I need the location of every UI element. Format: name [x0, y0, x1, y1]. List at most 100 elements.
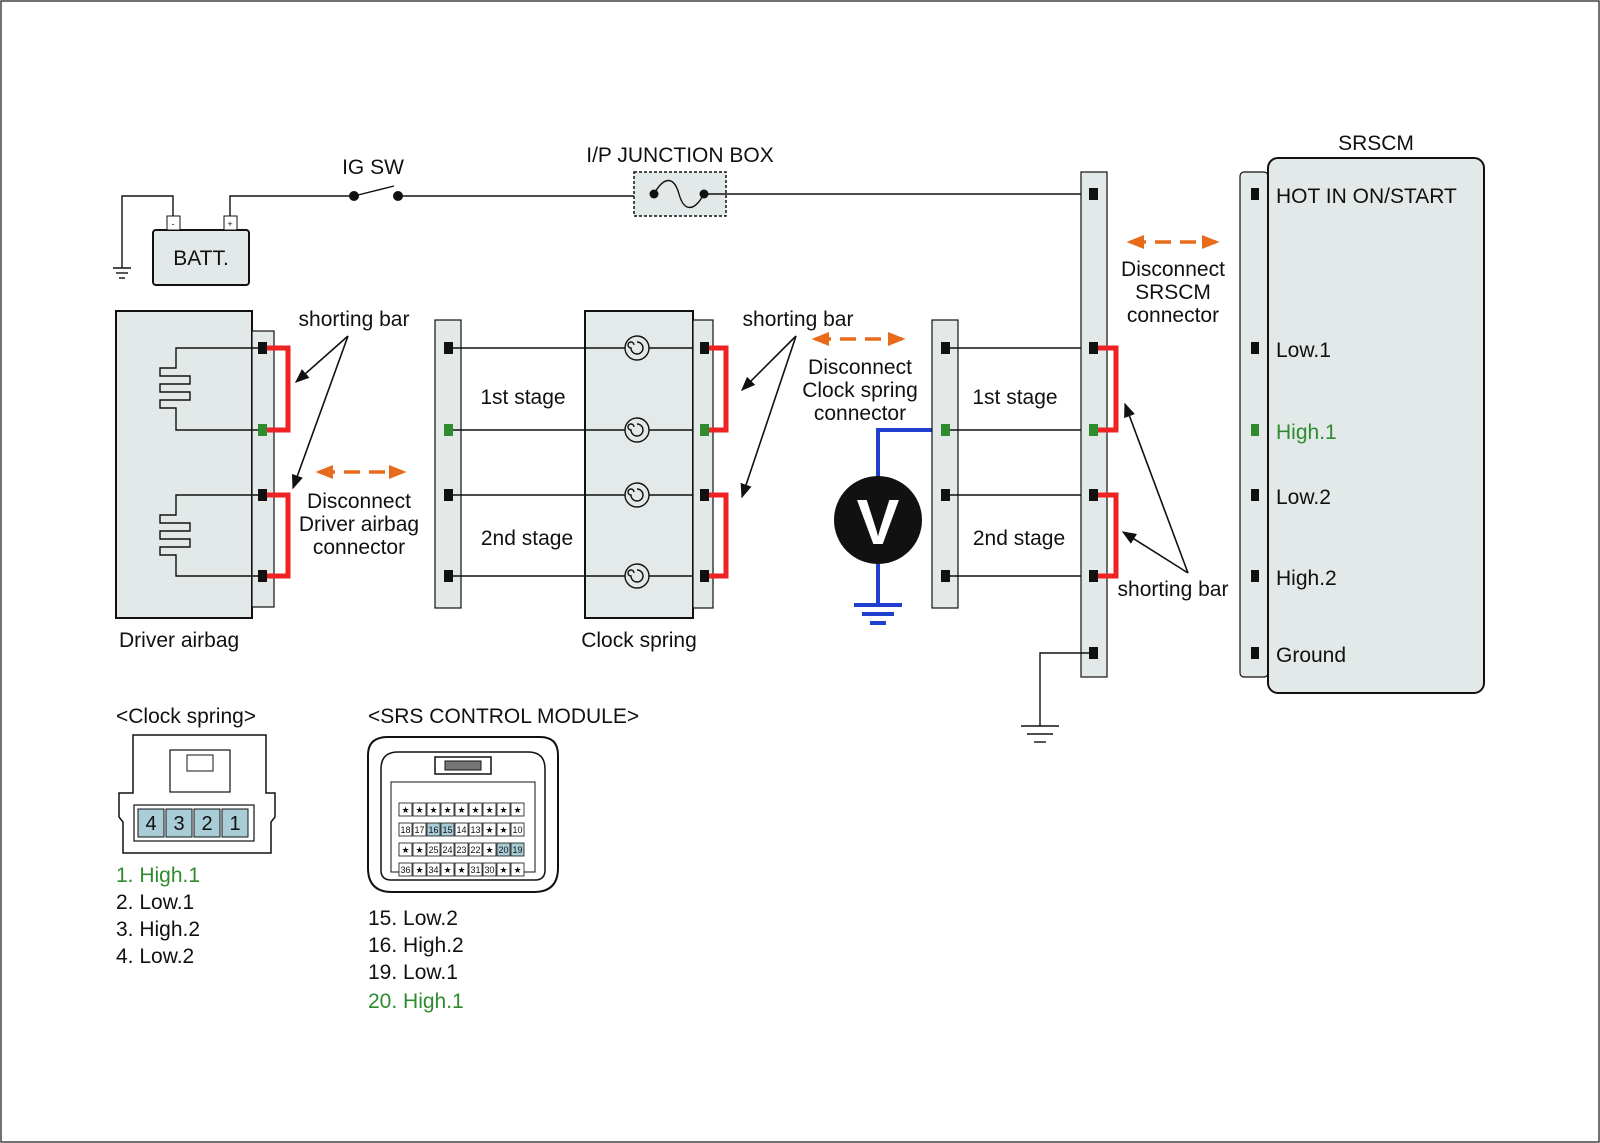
disconnect-airbag-line3: connector: [313, 536, 405, 559]
srs-module-pin-label: 31: [470, 865, 480, 875]
disconnect-clock-line1: Disconnect: [808, 356, 912, 379]
srscm-harness-terminal: [1089, 489, 1098, 501]
clock-spring-shorting-bar-2: [709, 492, 729, 579]
clock-spring-connector-pin: [221, 808, 249, 838]
battery-label: BATT.: [173, 247, 229, 270]
battery: [152, 229, 250, 286]
srs-module-pin-cell: [440, 822, 455, 837]
srs-module-pin-label: ★: [513, 805, 521, 815]
disconnect-srscm-line3: connector: [1127, 304, 1219, 327]
srs-module-pin-cell: [398, 862, 413, 877]
clock-spring-input-connector: [434, 319, 462, 609]
srscm-label: SRSCM: [1338, 132, 1414, 155]
srs-module-pin-label: 18: [400, 825, 410, 835]
clock-spring-connector-view: <Clock spring> 4 3 2 1 1. High.1 2. Low.…: [116, 705, 276, 968]
srscm-harness-terminal: [1089, 647, 1098, 659]
srs-module-pin-cell: [468, 842, 483, 857]
srs-module-pin-cell: [482, 802, 497, 817]
voltmeter: V: [834, 428, 945, 625]
shorting-bar-arrow: [740, 335, 797, 499]
srscm-pin-terminal-high1: [1251, 424, 1259, 436]
disconnect-clock-line2: Clock spring: [802, 379, 918, 402]
srs-module-legend-item: 19. Low.1: [368, 961, 458, 984]
fuse-icon: [653, 179, 705, 209]
srs-module-connector-title: <SRS CONTROL MODULE>: [368, 705, 639, 728]
junction-box-label: I/P JUNCTION BOX: [586, 144, 773, 167]
srscm-shorting-bar-1: [1098, 345, 1119, 433]
srs-module-pin-label: 22: [470, 845, 480, 855]
squib-2-icon: [159, 494, 264, 577]
disconnect-airbag-line1: Disconnect: [307, 490, 411, 513]
srs-module-pin-cell: [398, 842, 413, 857]
srs-module-pin-label: ★: [457, 865, 465, 875]
srs-module-pin-cell: [454, 842, 469, 857]
srs-module-pin-label: 16: [428, 825, 438, 835]
srs-module-pin-cell: [440, 802, 455, 817]
srs-module-pin-label: 36: [400, 865, 410, 875]
srscm-pin-low2: Low.2: [1276, 486, 1331, 509]
srs-module-pin-label: ★: [513, 865, 521, 875]
srs-module-pin-label: ★: [429, 805, 437, 815]
airbag-terminal: [258, 570, 267, 582]
battery-neg-wire: [121, 195, 174, 268]
voltmeter-probe-wire: [876, 428, 945, 478]
clock-spring-pin-number: 2: [201, 813, 212, 835]
srscm-harness-terminal: [1089, 342, 1098, 354]
srscm-ground-icon: [1021, 725, 1059, 743]
airbag-shorting-bar-2: [267, 492, 291, 579]
clock-spring-stage1-label: 1st stage: [480, 386, 565, 409]
srs-module-pin-label: ★: [443, 865, 451, 875]
srs-module-pin-label: ★: [415, 845, 423, 855]
airbag-terminal-high1: [258, 424, 267, 436]
srscm-pin-terminal: [1251, 647, 1259, 659]
srs-module-pin-cell: [482, 842, 497, 857]
srs-module-pin-label: 20: [498, 845, 508, 855]
srs-module-pin-cell: [426, 822, 441, 837]
clock-spring-input-terminal: [444, 342, 453, 354]
ig-switch-label: IG SW: [342, 156, 404, 179]
clock-spring-pin-number: 3: [173, 813, 184, 835]
srs-module-pin-cell: [412, 802, 427, 817]
disconnect-srscm-line1: Disconnect: [1121, 258, 1225, 281]
srs-module-pin-label: ★: [499, 865, 507, 875]
srs-module-pin-label: 13: [470, 825, 480, 835]
clock-spring-stage2-label: 2nd stage: [481, 527, 573, 550]
srscm-harness-terminal: [1089, 570, 1098, 582]
clock-spring-legend-item: 2. Low.1: [116, 891, 194, 914]
clock-spring-label: Clock spring: [581, 629, 697, 652]
clock-spring-connector-latch-tab: [186, 754, 214, 772]
battery-pos-wire: [229, 195, 352, 216]
srs-module-pin-label: 34: [428, 865, 438, 875]
airbag-terminal: [258, 342, 267, 354]
coil-spring-icon: [624, 482, 650, 508]
srs-module-pin-cell: [398, 802, 413, 817]
srs-module-pin-cell: [426, 802, 441, 817]
clock-spring-connector-pin: [165, 808, 193, 838]
airbag-terminal: [258, 489, 267, 501]
srs-module-connector-inner-shell: [380, 751, 546, 881]
clock-spring-legend-item: 4. Low.2: [116, 945, 194, 968]
srscm-pin-low1: Low.1: [1276, 339, 1331, 362]
harness-connector: [931, 319, 959, 609]
clock-spring-legend-item: 1. High.1: [116, 864, 200, 887]
srs-module-legend-item: 16. High.2: [368, 934, 464, 957]
srs-module-pin-label: 25: [428, 845, 438, 855]
srs-module-pin-cell: [496, 862, 511, 877]
clock-spring-pin-number: 1: [229, 813, 240, 835]
srs-module-pin-cell: [496, 802, 511, 817]
shorting-bar-arrow: [294, 335, 349, 383]
srs-module-pin-label: ★: [457, 805, 465, 815]
shorting-bar-arrow: [740, 335, 797, 392]
clock-spring-section: 1st stage 2nd stage Clock spring: [434, 310, 729, 652]
srs-module-pin-cell: [496, 842, 511, 857]
driver-airbag-body: [115, 310, 253, 619]
srs-module-pin-cell: [454, 802, 469, 817]
srs-module-pin-label: ★: [471, 805, 479, 815]
srs-module-pin-cell: [482, 822, 497, 837]
harness-section: 1st stage 2nd stage: [931, 319, 1094, 609]
srs-module-pin-cell: [426, 842, 441, 857]
clock-spring-input-terminal-high1: [444, 424, 453, 436]
